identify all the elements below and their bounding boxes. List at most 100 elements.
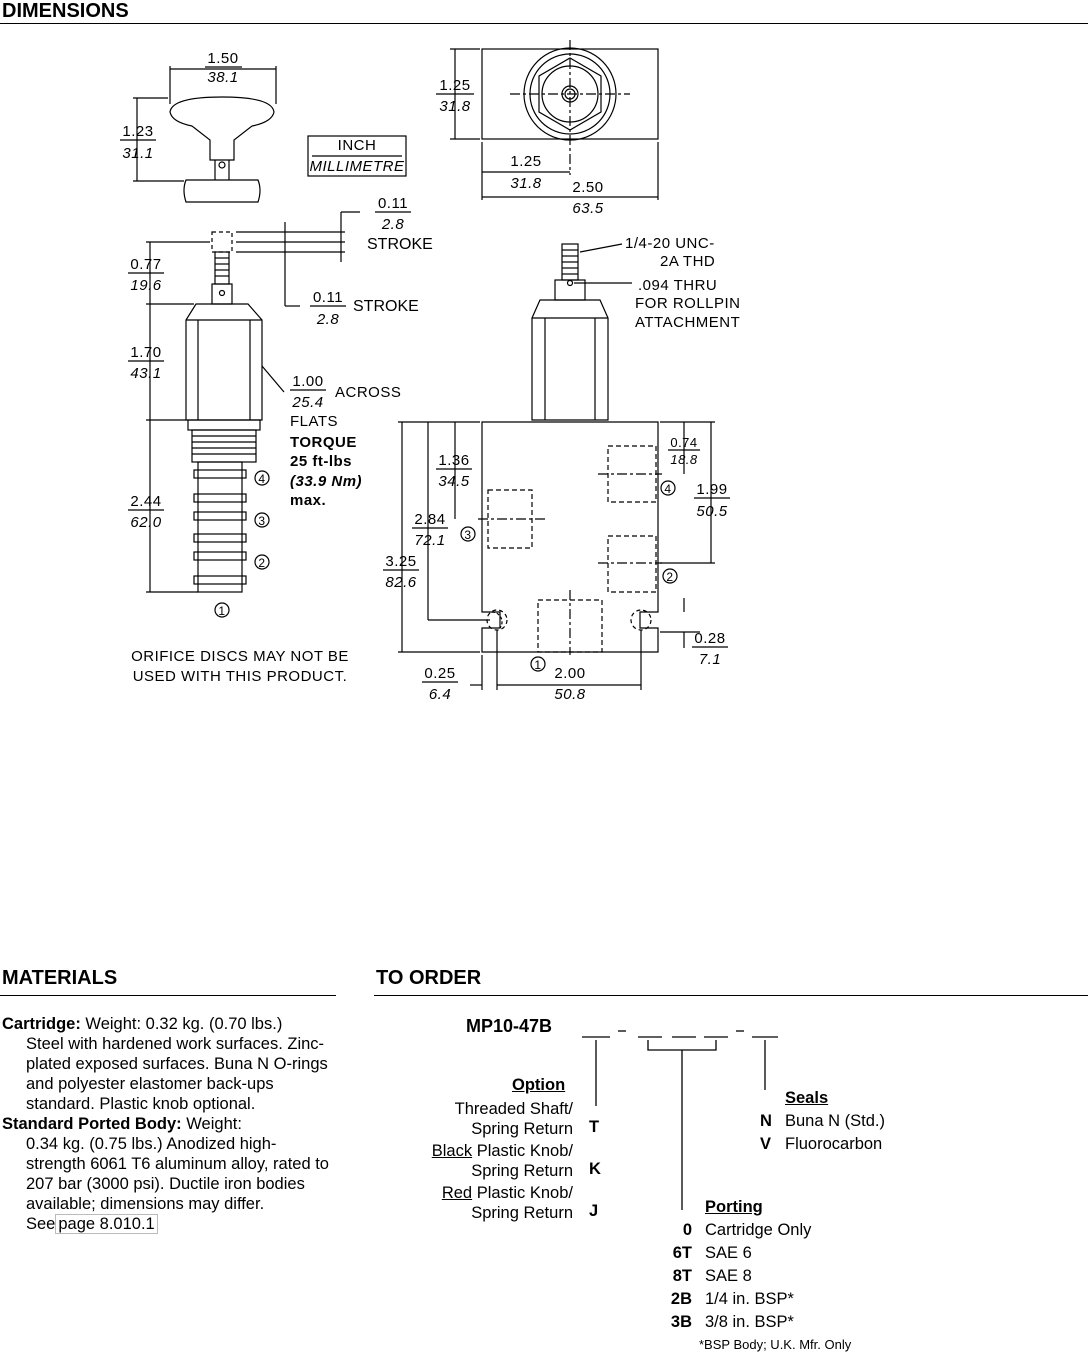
rollpin-l1: .094 THRU xyxy=(638,277,717,294)
dimension-drawing: 1.50 38.1 1.23 31.1 INCH MILLIMETRE 1.25… xyxy=(120,40,741,703)
option-j-code: J xyxy=(589,1202,599,1220)
legend-inch: INCH xyxy=(338,137,377,154)
stroke-bottom-inch: 0.11 xyxy=(313,289,343,306)
port4-top-mm: 18.8 xyxy=(670,452,698,467)
total-height-inch: 3.25 xyxy=(385,553,416,570)
stroke-top-label: STROKE xyxy=(367,236,433,253)
rollpin-l2: FOR ROLLPIN xyxy=(635,295,741,312)
knob-drawing xyxy=(133,66,277,203)
porting-6t-code: 6T xyxy=(672,1244,692,1262)
knob-width-inch: 1.50 xyxy=(207,50,238,67)
port-2-label-cart: 2 xyxy=(258,556,265,570)
knob-height-inch: 1.23 xyxy=(122,123,153,140)
seal-n-code: N xyxy=(760,1112,772,1130)
hole-dist-inch: 2.84 xyxy=(414,511,445,528)
page-link[interactable]: page 8.010.1 xyxy=(55,1214,158,1234)
hex-len-mm: 43.1 xyxy=(130,365,161,382)
option-j-color: Red xyxy=(441,1184,473,1202)
body-center-inch: 1.25 xyxy=(510,153,541,170)
option-t-line1: Threaded Shaft/ xyxy=(454,1100,573,1118)
total-height-mm: 82.6 xyxy=(385,574,416,591)
option-j-line2: Spring Return xyxy=(471,1204,573,1222)
dimensions-heading: DIMENSIONS xyxy=(2,0,129,22)
shaft-len-inch: 0.77 xyxy=(130,256,161,273)
porting-2b-code: 2B xyxy=(670,1290,692,1308)
cartridge-label: Cartridge: xyxy=(2,1015,81,1033)
seal-v-label: Fluorocarbon xyxy=(785,1135,883,1153)
body-center-mm: 31.8 xyxy=(510,175,541,192)
porting-0-label: Cartridge Only xyxy=(705,1221,812,1239)
hole-edge-mm: 6.4 xyxy=(429,686,451,703)
torque-l4: max. xyxy=(290,492,326,509)
note-line-1: ORIFICE DISCS MAY NOT BE xyxy=(131,648,349,665)
body-height-inch: 1.25 xyxy=(439,77,470,94)
flats-across: ACROSS xyxy=(335,384,401,401)
port-3-label-cart: 3 xyxy=(258,514,265,528)
order-heading: TO ORDER xyxy=(376,967,482,989)
port4-top-inch: 0.74 xyxy=(670,435,697,450)
legend-mm: MILLIMETRE xyxy=(309,158,405,175)
port-4-label-cart: 4 xyxy=(258,472,265,486)
hole-edge-inch: 0.25 xyxy=(424,665,455,682)
cart-len-inch: 2.44 xyxy=(130,493,161,510)
knob-height-mm: 31.1 xyxy=(122,145,153,162)
option-k-color: Black xyxy=(431,1142,473,1160)
body-height-mm: 31.8 xyxy=(439,98,470,115)
hole-spacing-inch: 2.00 xyxy=(554,665,585,682)
option-title: Option xyxy=(512,1076,566,1094)
body-width-inch: 2.50 xyxy=(572,179,603,196)
porting-title: Porting xyxy=(705,1198,763,1216)
hole-offset-inch: 0.28 xyxy=(694,630,725,647)
flats-inch: 1.00 xyxy=(292,373,323,390)
body-side-view xyxy=(398,243,715,690)
port-1-label-body: 1 xyxy=(534,658,541,672)
porting-0-code: 0 xyxy=(682,1221,692,1239)
seal-n-label: Buna N (Std.) xyxy=(785,1112,885,1130)
porting-8t-label: SAE 8 xyxy=(705,1267,752,1285)
port-2-label-body: 2 xyxy=(666,570,673,584)
body-label: Standard Ported Body: xyxy=(2,1115,182,1133)
torque-l3: (33.9 Nm) xyxy=(290,473,362,490)
torque-l1: TORQUE xyxy=(290,434,357,451)
cartridge-drawing xyxy=(146,211,360,618)
cartridge-weight: Weight: 0.32 kg. (0.70 lbs.) xyxy=(80,1015,283,1033)
porting-6t-label: SAE 6 xyxy=(705,1244,752,1262)
thread-l2: 2A THD xyxy=(660,253,715,270)
option-j-rest: Plastic Knob/ xyxy=(472,1184,573,1202)
port2-dist-mm: 50.5 xyxy=(696,503,727,520)
materials-text: Cartridge: Weight: 0.32 kg. (0.70 lbs.) … xyxy=(2,1014,332,1234)
port-1-label-cart: 1 xyxy=(218,604,225,618)
stroke-top-mm: 2.8 xyxy=(381,216,405,233)
hole-dist-mm: 72.1 xyxy=(414,532,445,549)
hole-offset-mm: 7.1 xyxy=(699,651,721,668)
torque-l2: 25 ft-lbs xyxy=(290,453,352,470)
option-k-line2: Spring Return xyxy=(471,1162,573,1180)
hex-len-inch: 1.70 xyxy=(130,344,161,361)
flats-flats: FLATS xyxy=(290,413,338,430)
bsp-footnote: *BSP Body; U.K. Mfr. Only xyxy=(699,1337,852,1352)
materials-divider xyxy=(0,995,336,996)
option-t-code: T xyxy=(589,1118,600,1136)
seals-title: Seals xyxy=(785,1089,829,1107)
porting-8t-code: 8T xyxy=(672,1267,692,1285)
stroke-top-inch: 0.11 xyxy=(378,195,408,212)
body-weight: Weight: xyxy=(181,1115,242,1133)
option-k-code: K xyxy=(589,1160,601,1178)
note-line-2: USED WITH THIS PRODUCT. xyxy=(133,668,348,685)
porting-3b-label: 3/8 in. BSP* xyxy=(705,1313,794,1331)
option-t-line2: Spring Return xyxy=(471,1120,573,1138)
cart-len-mm: 62.0 xyxy=(130,514,161,531)
port-4-label-body: 4 xyxy=(664,482,671,496)
thread-l1: 1/4-20 UNC- xyxy=(625,235,715,252)
knob-width-mm: 38.1 xyxy=(207,69,238,86)
rollpin-l3: ATTACHMENT xyxy=(635,314,740,331)
body-width-mm: 63.5 xyxy=(572,200,603,217)
port2-dist-inch: 1.99 xyxy=(696,481,727,498)
option-j-label: Red Plastic Knob/ Spring Return xyxy=(442,1183,573,1223)
model-code: MP10-47B xyxy=(466,1016,553,1036)
hole-spacing-mm: 50.8 xyxy=(554,686,585,703)
porting-2b-label: 1/4 in. BSP* xyxy=(705,1290,794,1308)
materials-heading: MATERIALS xyxy=(2,967,118,989)
order-divider xyxy=(374,995,1088,996)
stroke-bottom-label: STROKE xyxy=(353,298,419,315)
